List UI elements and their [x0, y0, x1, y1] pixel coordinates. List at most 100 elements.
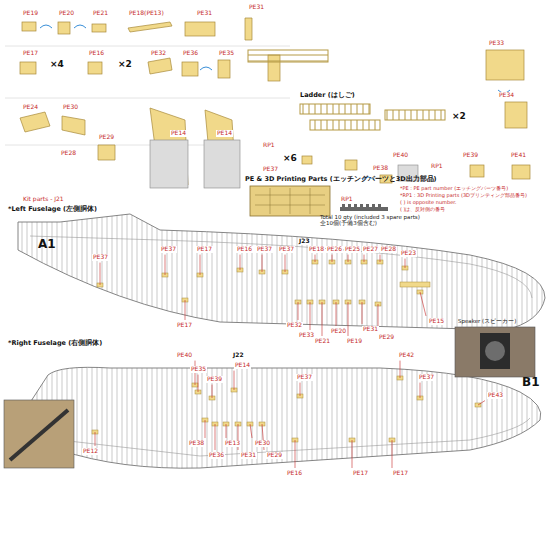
callout-number: PE18(PE13) [128, 10, 165, 17]
leader-line [298, 302, 299, 320]
callout-number: PE14 [234, 362, 251, 369]
section-heading: Ladder (はしご) [300, 92, 355, 99]
callout-number: RP1 [430, 163, 444, 170]
callout-number: PE26 [326, 246, 343, 253]
note-text: 全10個(予備3個含む) [320, 220, 377, 226]
callout-number: PE23 [400, 250, 417, 257]
callout-number: PE37 [92, 254, 109, 261]
callout-number: PE35 [190, 366, 207, 373]
callout-number: PE30 [62, 104, 79, 111]
leader-line [362, 302, 363, 324]
leader-line [215, 424, 216, 450]
callout-number: PE12 [82, 448, 99, 455]
callout-number: PE34 [498, 92, 515, 99]
callout-number: PE19 [22, 10, 39, 17]
leader-line [200, 255, 201, 275]
leader-line [364, 255, 365, 262]
callout-number: PE27 [362, 246, 379, 253]
callout-number: PE13 [224, 440, 241, 447]
leader-line [95, 432, 96, 446]
callout-number: PE18 [308, 246, 325, 253]
callout-number: PE17 [352, 470, 369, 477]
callout-number: PE39 [462, 152, 479, 159]
callout-number: PE17 [392, 470, 409, 477]
leader-line [185, 300, 186, 320]
callout-number: PE29 [266, 452, 283, 459]
callout-number: PE43 [487, 392, 504, 399]
callout-number: PE20 [330, 328, 347, 335]
leader-line [336, 302, 337, 326]
section-heading: *Right Fuselage (右側胴体) [8, 340, 102, 347]
quantity-mark: ×2 [452, 112, 466, 122]
callout-number: PE40 [176, 352, 193, 359]
callout-number: PE33 [488, 40, 505, 47]
callout-number: PE31 [196, 10, 213, 17]
callout-number: PE37 [278, 246, 295, 253]
callout-number: PE21 [92, 10, 109, 17]
leader-line [392, 440, 393, 468]
note-text: Speaker (スピーカー) [458, 318, 516, 324]
callout-number: PE14 [170, 130, 187, 137]
callout-number: PE33 [298, 332, 315, 339]
leader-line [332, 255, 333, 262]
callout-number: PE14 [216, 130, 233, 137]
callout-number: PE28 [60, 150, 77, 157]
callout-number: PE31 [240, 452, 257, 459]
note-text: ( )は、反対側の番号 [400, 207, 446, 213]
leader-line [295, 440, 296, 468]
callout-number: PE29 [98, 134, 115, 141]
leader-line [348, 302, 349, 336]
leader-line [165, 255, 166, 275]
quantity-mark: ×4 [50, 60, 64, 70]
leader-line [285, 255, 286, 272]
leader-line [478, 401, 485, 405]
kit-part-number: J23 [298, 238, 311, 245]
callout-number: PE38 [188, 440, 205, 447]
leader-line [405, 259, 406, 268]
callout-number: PE28 [380, 246, 397, 253]
leader-line [250, 424, 252, 438]
leader-line [420, 292, 426, 316]
callout-number: PE39 [206, 376, 223, 383]
callout-number: PE31 [248, 4, 265, 11]
callout-number: PE36 [208, 452, 225, 459]
callout-number: PE16 [236, 246, 253, 253]
callout-number: PE37 [262, 166, 279, 173]
callout-number: PE29 [378, 334, 395, 341]
leader-line [198, 375, 199, 392]
callout-number: PE32 [150, 50, 167, 57]
leader-line [195, 361, 196, 385]
leader-line [226, 424, 227, 438]
leader-line [300, 383, 301, 396]
callout-number: PE17 [176, 322, 193, 329]
assembly-letter: B1 [522, 376, 540, 389]
leader-line [212, 385, 213, 398]
callout-number: PE35 [218, 50, 235, 57]
callout-number: PE32 [286, 322, 303, 329]
callout-number: PE15 [428, 318, 445, 325]
assembly-letter: A1 [38, 238, 56, 251]
callout-number: PE17 [22, 50, 39, 57]
kit-part-number: J22 [232, 352, 245, 359]
leader-line [322, 302, 323, 336]
quantity-mark: ×6 [283, 154, 297, 164]
callout-number: PE24 [22, 104, 39, 111]
leader-line [352, 440, 353, 468]
note-text: Total 10 qty (included 3 spare parts) [320, 214, 420, 220]
leader-line [310, 302, 311, 330]
note-text: *PE : PE part number (エッチングパーツ番号) [400, 186, 508, 192]
callout-number: PE42 [398, 352, 415, 359]
leader-line [262, 255, 263, 272]
callout-number: PE16 [88, 50, 105, 57]
callout-number: PE37 [160, 246, 177, 253]
section-heading: PE & 3D Printing Parts (エッチングパーツと3D出力部品) [245, 176, 437, 183]
leader-line [420, 383, 421, 398]
leader-line [234, 371, 235, 390]
callout-number: PE30 [254, 440, 271, 447]
leader-line [380, 255, 381, 262]
callout-number: RP1 [262, 142, 276, 149]
leader-line [348, 255, 349, 262]
callout-number: PE37 [256, 246, 273, 253]
